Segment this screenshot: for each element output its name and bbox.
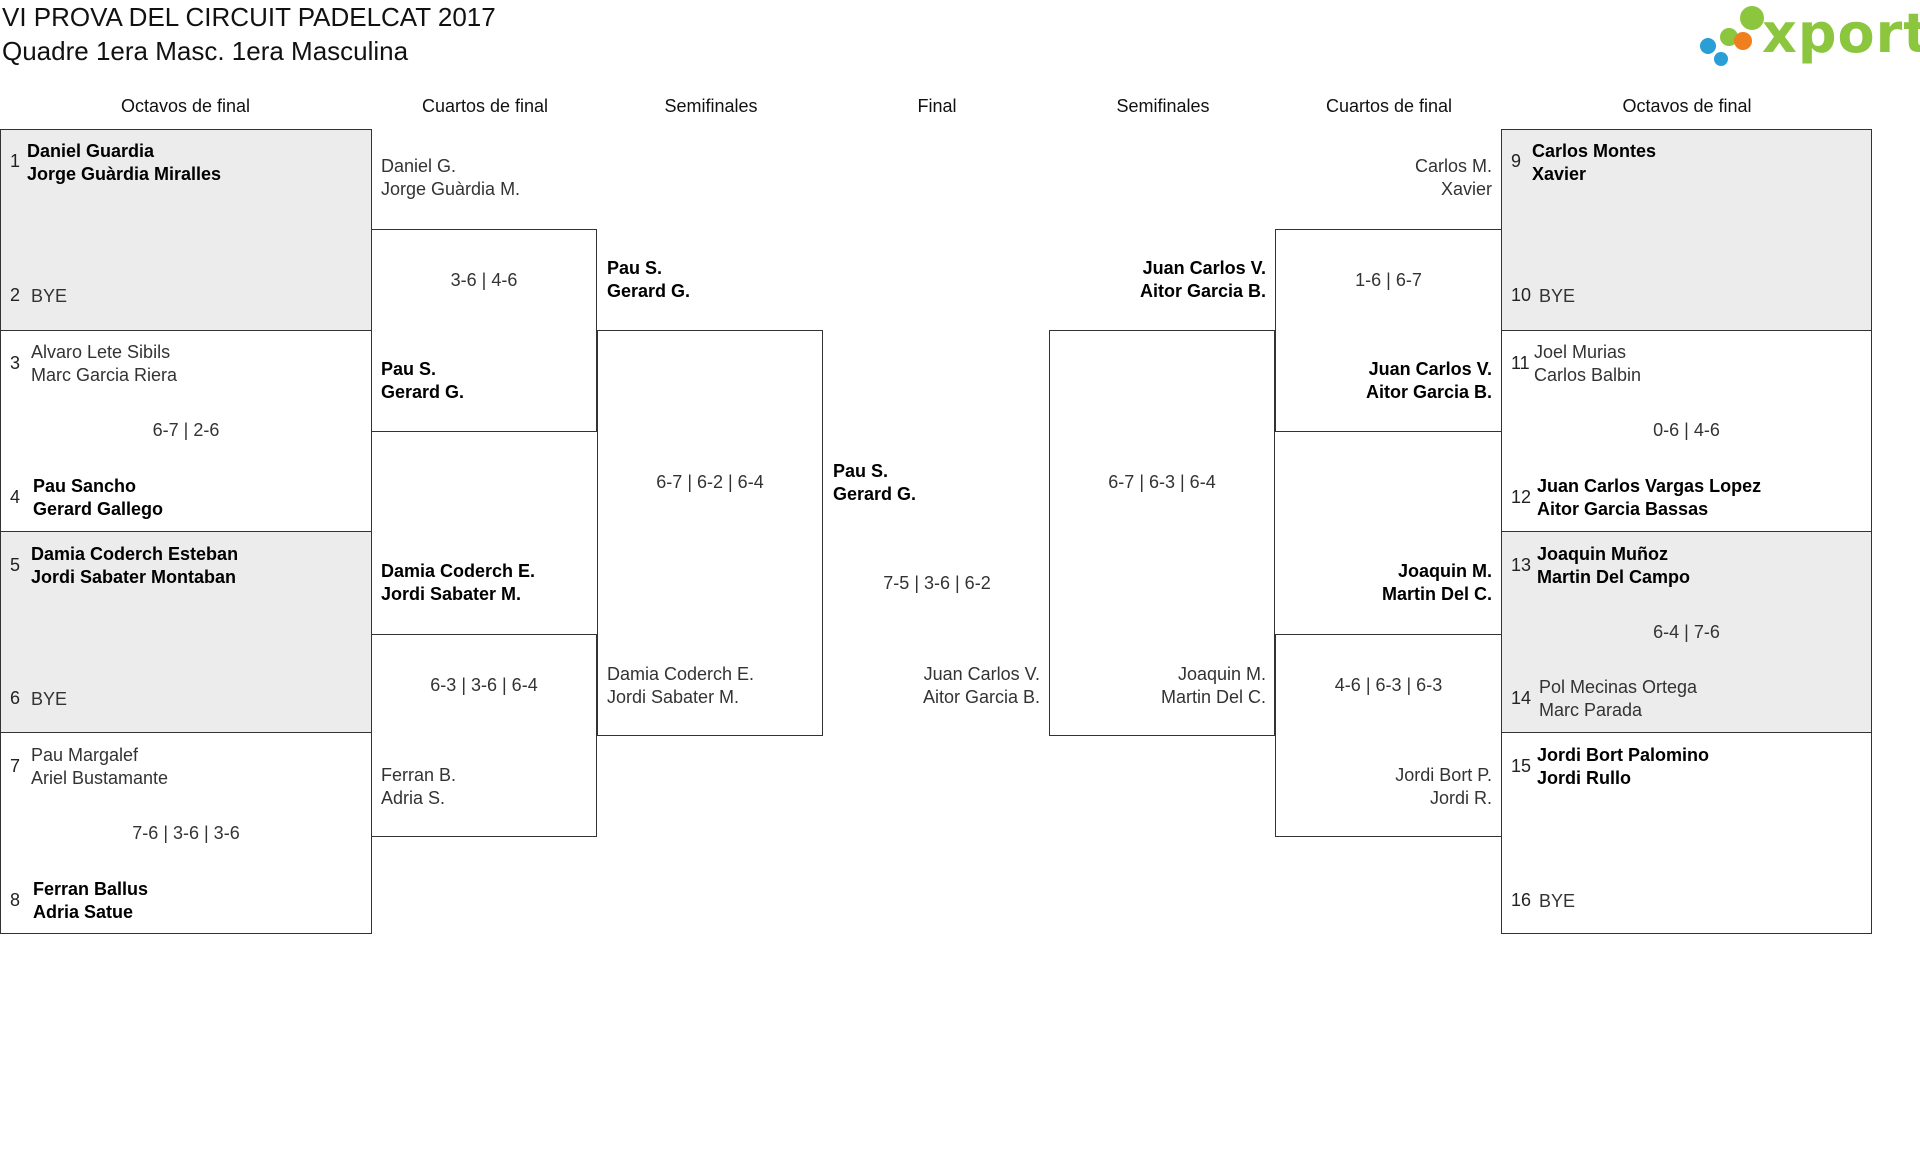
logo-dot-icon (1714, 52, 1728, 66)
match-box-sf-right[interactable] (1049, 330, 1275, 736)
team-name-winner: Joaquin M.Martin Del C. (1381, 561, 1492, 604)
seed-number: 10 (1511, 285, 1532, 305)
seed-number: 12 (1511, 487, 1532, 507)
team-name: Daniel G.Jorge Guàrdia M. (381, 156, 521, 199)
match-score: 6-7 | 2-6 (152, 420, 220, 440)
logo-text: xporty (1762, 2, 1920, 65)
match-score: 6-7 | 6-2 | 6-4 (656, 472, 764, 492)
match-score: 3-6 | 4-6 (450, 270, 518, 290)
logo-dot-icon (1720, 28, 1738, 46)
column-heading-sf-right: Semifinales (1116, 96, 1210, 116)
seed-number: 11 (1511, 353, 1530, 373)
seed-number: 1 (10, 151, 21, 171)
final-runner-up-name: Juan Carlos V.Aitor Garcia B. (922, 664, 1040, 707)
match-score: 7-6 | 3-6 | 3-6 (132, 823, 240, 843)
seed-number: 9 (1511, 151, 1522, 171)
team-name: Damia Coderch E.Jordi Sabater M. (607, 664, 755, 707)
team-name-winner: Pau S.Gerard G. (381, 359, 465, 402)
seed-number: 16 (1511, 890, 1532, 910)
seed-number: 2 (10, 285, 21, 305)
match-score: 0-6 | 4-6 (1653, 420, 1720, 440)
team-name-bye: BYE (31, 689, 68, 709)
match-box-qf-left-1[interactable] (371, 229, 597, 432)
match-score: 6-7 | 6-3 | 6-4 (1108, 472, 1216, 492)
logo-dot-icon (1700, 38, 1716, 54)
column-heading-r16-left: Octavos de final (120, 96, 251, 116)
seed-number: 15 (1511, 756, 1532, 776)
xporty-logo[interactable]: xporty (1696, 2, 1920, 70)
team-name-winner: Juan Carlos V.Aitor Garcia B. (1365, 359, 1492, 402)
match-box-r16-right-4[interactable] (1501, 732, 1872, 934)
team-name: Ferran B.Adria S. (381, 765, 457, 808)
team-name-bye: BYE (1539, 891, 1576, 911)
logo-dot-icon (1740, 6, 1764, 30)
final-winner-name: Pau S.Gerard G. (833, 461, 917, 504)
seed-number: 8 (10, 890, 21, 910)
seed-number: 5 (10, 555, 21, 575)
draw-subtitle: Quadre 1era Masc. 1era Masculina (2, 36, 409, 66)
match-score: 6-3 | 3-6 | 6-4 (430, 675, 538, 695)
column-heading-final: Final (917, 96, 957, 116)
column-heading-sf-left: Semifinales (664, 96, 758, 116)
seed-number: 14 (1511, 688, 1532, 708)
final-score: 7-5 | 3-6 | 6-2 (883, 573, 991, 593)
logo-dot-icon (1734, 32, 1752, 50)
column-heading-qf-left: Cuartos de final (421, 96, 549, 116)
team-name-winner: Pau S.Gerard G. (607, 258, 691, 301)
match-box-sf-left[interactable] (597, 330, 823, 736)
team-name-winner: Damia Coderch E.Jordi Sabater M. (381, 561, 536, 604)
match-score: 6-4 | 7-6 (1653, 622, 1720, 642)
match-score: 1-6 | 6-7 (1355, 270, 1422, 290)
team-name-bye: BYE (31, 286, 68, 306)
column-heading-qf-right: Cuartos de final (1325, 96, 1453, 116)
team-name-winner: Juan Carlos V.Aitor Garcia B. (1139, 258, 1266, 301)
seed-number: 3 (10, 353, 21, 373)
seed-number: 7 (10, 756, 21, 776)
seed-number: 6 (10, 688, 21, 708)
team-name: Jordi Bort P.Jordi R. (1395, 765, 1492, 808)
team-name-bye: BYE (1539, 286, 1576, 306)
seed-number: 4 (10, 487, 21, 507)
tournament-title: VI PROVA DEL CIRCUIT PADELCAT 2017 (2, 2, 496, 32)
seed-number: 13 (1511, 555, 1532, 575)
match-box-qf-left-2[interactable] (371, 634, 597, 837)
column-heading-r16-right: Octavos de final (1622, 96, 1752, 116)
team-name: Joaquin M.Martin Del C. (1160, 664, 1266, 707)
match-box-r16-right-1[interactable] (1501, 129, 1872, 331)
team-name: Carlos M.Xavier (1414, 156, 1492, 199)
match-score: 4-6 | 6-3 | 6-3 (1334, 675, 1443, 695)
